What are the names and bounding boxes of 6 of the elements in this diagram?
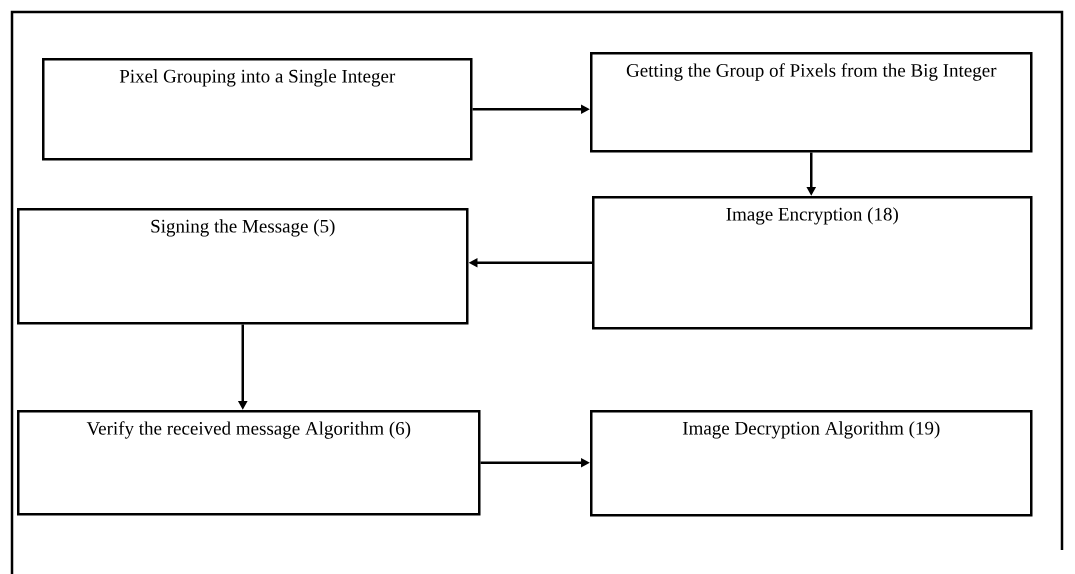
process-box: Image Decryption Algorithm (19)	[590, 410, 1033, 517]
process-box: Signing the Message (5)	[17, 208, 469, 325]
process-box: Pixel Grouping into a Single Integer	[42, 58, 473, 161]
process-box: Image Encryption (18)	[592, 196, 1033, 330]
process-box: Verify the received message Algorithm (6)	[17, 410, 481, 516]
process-box: Getting the Group of Pixels from the Big Integer	[590, 52, 1033, 153]
